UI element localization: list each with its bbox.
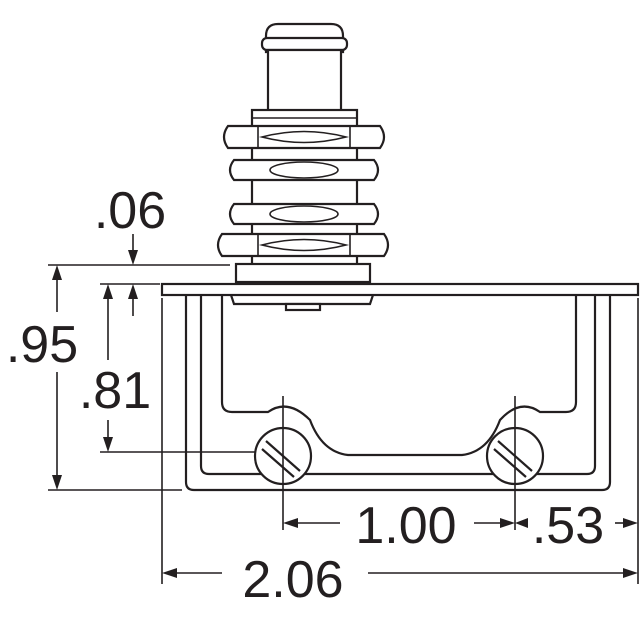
dim-81-label: .81 [79, 362, 151, 420]
dim-100: 1.00 [283, 497, 515, 555]
dim-206: 2.06 [162, 551, 638, 609]
dim-06: .06 [94, 182, 166, 316]
dim-53: .53 [515, 497, 638, 555]
dim-206-label: 2.06 [242, 551, 343, 609]
lock-washer-lower [228, 202, 380, 226]
dim-100-label: 1.00 [355, 497, 456, 555]
dim-81: .81 [79, 284, 151, 452]
extension-lines [48, 264, 639, 584]
dim-95: .95 [6, 265, 78, 490]
lock-washer-upper [228, 158, 380, 182]
screw-left [253, 396, 313, 530]
screw-right [485, 396, 545, 530]
dim-53-label: .53 [532, 497, 604, 555]
plunger [260, 22, 349, 114]
housing [160, 282, 640, 492]
hex-nut-upper [222, 124, 386, 150]
dim-06-label: .06 [94, 182, 166, 240]
hex-nut-lower [216, 232, 390, 258]
dim-95-label: .95 [6, 316, 78, 374]
